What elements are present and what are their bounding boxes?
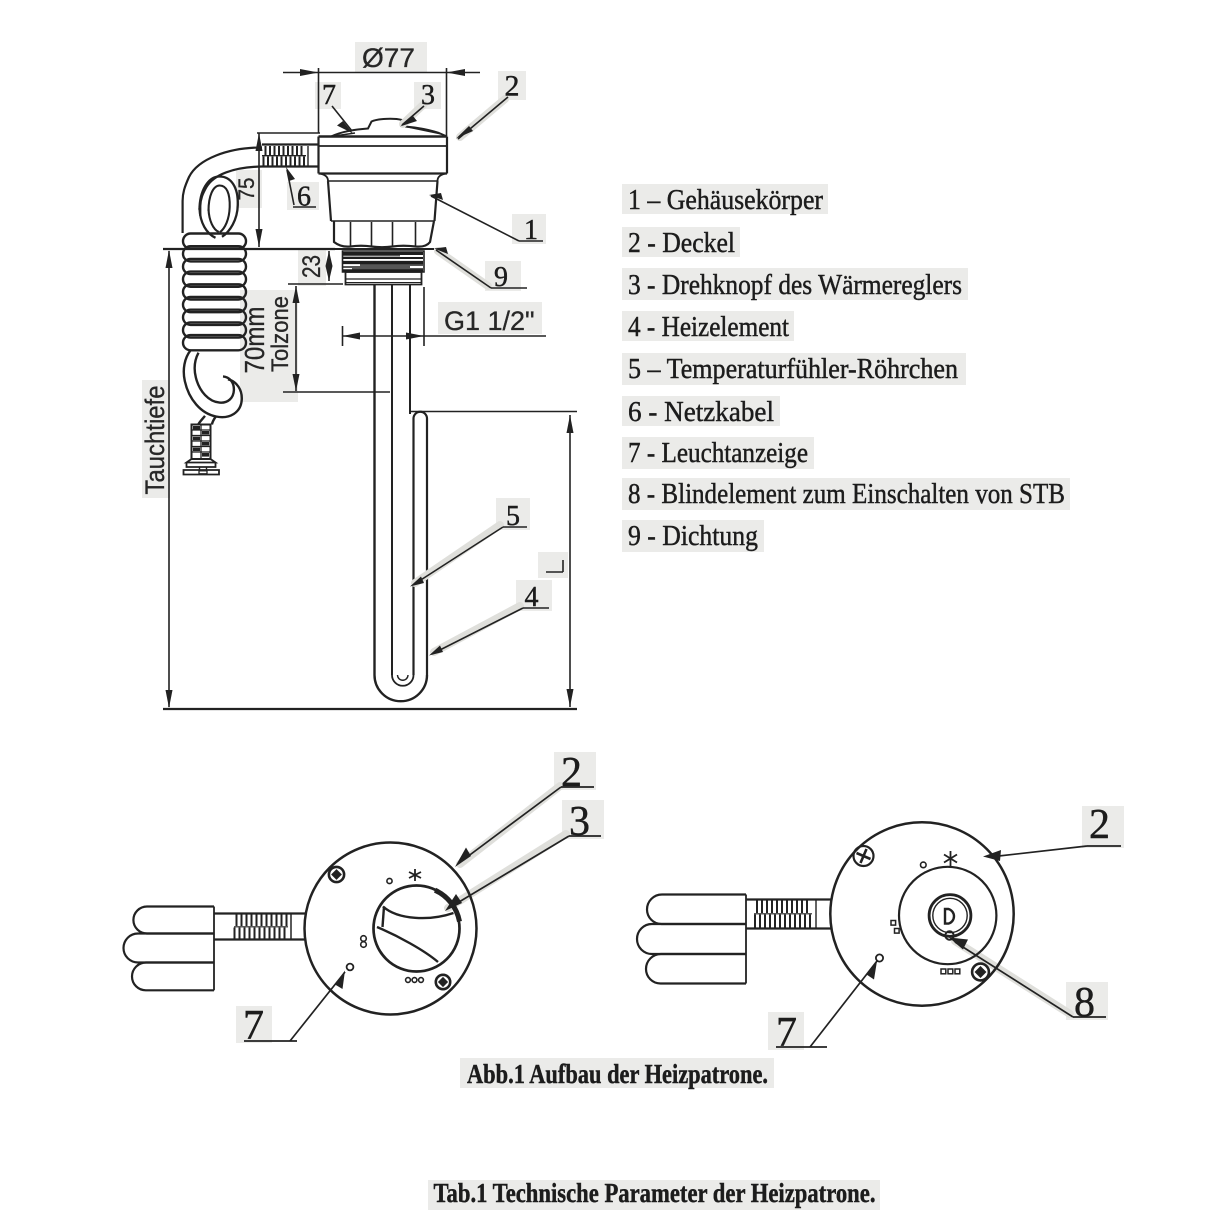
- svg-text:23: 23: [298, 255, 326, 278]
- svg-text:2 - Deckel: 2 - Deckel: [628, 227, 735, 259]
- svg-text:5: 5: [506, 501, 520, 532]
- svg-text:3 - Drehknopf des Wärmereglers: 3 - Drehknopf des Wärmereglers: [628, 269, 962, 301]
- svg-text:70mm: 70mm: [239, 307, 270, 374]
- svg-text:3: 3: [569, 799, 590, 845]
- svg-text:Tauchtiefe: Tauchtiefe: [140, 386, 170, 495]
- svg-text:9: 9: [494, 262, 508, 293]
- svg-text:4 - Heizelement: 4 - Heizelement: [628, 311, 789, 343]
- svg-text:7 - Leuchtanzeige: 7 - Leuchtanzeige: [628, 437, 808, 469]
- svg-text:9 - Dichtung: 9 - Dichtung: [628, 520, 758, 552]
- svg-text:Ø77: Ø77: [362, 43, 415, 73]
- svg-text:4: 4: [525, 582, 539, 613]
- svg-text:3: 3: [421, 80, 435, 111]
- svg-text:Abb.1 Aufbau der Heizpatrone.: Abb.1 Aufbau der Heizpatrone.: [467, 1059, 768, 1089]
- svg-text:5 – Temperaturfühler-Röhrchen: 5 – Temperaturfühler-Röhrchen: [628, 353, 958, 385]
- svg-text:1: 1: [524, 215, 538, 246]
- svg-text:Tab.1 Technische Parameter der: Tab.1 Technische Parameter der Heizpatro…: [434, 1178, 876, 1208]
- svg-text:2: 2: [505, 70, 520, 103]
- svg-text:6 - Netzkabel: 6 - Netzkabel: [628, 396, 774, 428]
- svg-text:7: 7: [322, 80, 336, 111]
- svg-text:Tolzone: Tolzone: [267, 296, 294, 372]
- svg-text:8 - Blindelement zum Einschalt: 8 - Blindelement zum Einschalten von STB: [628, 478, 1065, 510]
- svg-text:1 – Gehäusekörper: 1 – Gehäusekörper: [628, 184, 823, 216]
- svg-text:75: 75: [234, 178, 259, 201]
- svg-text:2: 2: [561, 750, 582, 796]
- svg-text:7: 7: [243, 1003, 264, 1049]
- svg-text:7: 7: [776, 1010, 797, 1056]
- svg-text:6: 6: [297, 182, 311, 213]
- svg-text:8: 8: [1074, 980, 1095, 1026]
- svg-text:G1 1/2": G1 1/2": [444, 306, 535, 336]
- svg-text:2: 2: [1089, 802, 1110, 848]
